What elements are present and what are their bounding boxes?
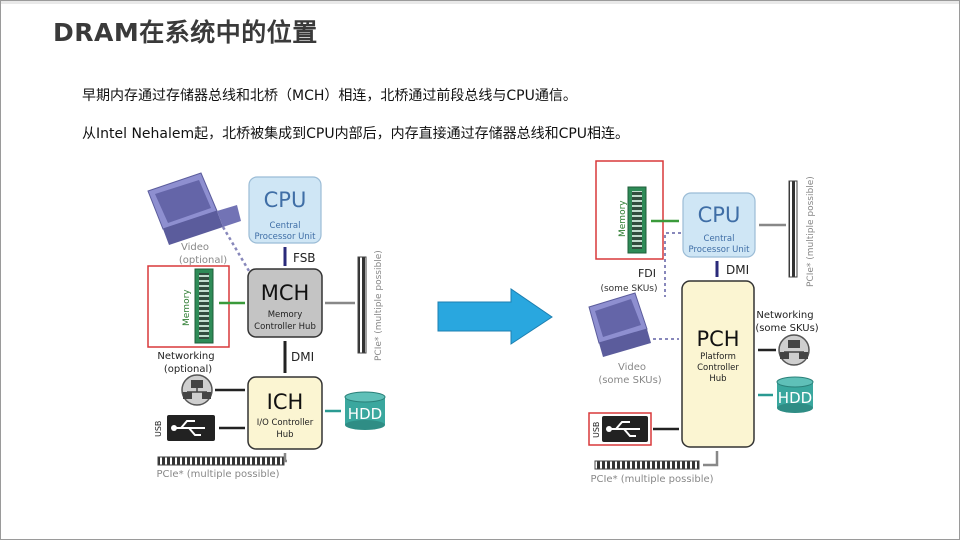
right-pch-box (681, 280, 755, 448)
left-network-icon (181, 374, 213, 406)
right-video-label: Video (618, 362, 646, 373)
right-cpu-box (682, 192, 756, 258)
left-video-link (221, 226, 251, 272)
paragraph-1: 早期内存通过存储器总线和北桥（MCH）相连，北桥通过前段总线与CPU通信。 (82, 88, 577, 104)
right-diagram: Memory CPU Central Processor Unit PCIe* … (588, 160, 819, 485)
left-cpu-title: CPU (264, 188, 307, 212)
right-pch-sub3: Hub (709, 374, 726, 384)
right-video-sub: (some SKUs) (598, 375, 661, 386)
left-hdd-icon (344, 391, 386, 430)
right-memory-highlight (595, 160, 664, 260)
right-memory-label: Memory (618, 200, 628, 237)
left-dmi-label: DMI (291, 350, 314, 364)
left-usb-icon (167, 415, 215, 441)
right-networking-label: Networking (756, 310, 813, 321)
top-bar (1, 1, 959, 4)
right-cpu-sub1: Central (704, 234, 735, 244)
left-pcie-bottom-link (283, 453, 287, 463)
left-networking-label: Networking (157, 351, 214, 362)
transition-arrow-icon (437, 288, 553, 345)
right-pcie-bottom-link (703, 451, 719, 467)
left-mch-sub1: Memory (268, 310, 303, 320)
right-monitor-icon (588, 292, 651, 357)
left-ich-box (247, 376, 323, 450)
left-hdd-label: HDD (348, 405, 382, 423)
left-memory-label: Memory (182, 289, 192, 326)
left-video-optional: (optional) (179, 255, 227, 266)
right-pcie-slot (788, 180, 798, 278)
right-memory-module (627, 186, 647, 254)
right-fdi-label: FDI (638, 267, 656, 280)
left-pcie-bottom-slot (157, 456, 285, 466)
paragraph-2: 从Intel Nehalem起，北桥被集成到CPU内部后，内存直接通过存储器总线… (82, 126, 630, 142)
right-hdd-icon (776, 376, 814, 413)
left-video-label: Video (181, 242, 209, 253)
right-pch-sub2: Controller (697, 363, 739, 373)
left-usb-label: USB (154, 421, 163, 437)
right-cpu-title: CPU (698, 203, 741, 227)
right-pcie-bottom-slot (594, 460, 700, 470)
left-memory-module (194, 268, 214, 344)
right-cpu-sub2: Processor Unit (689, 245, 751, 255)
left-networking-optional: (optional) (164, 364, 212, 375)
left-diagram: Video (optional) CPU Central Processor U… (147, 172, 386, 480)
left-pcie-slot (357, 256, 367, 354)
right-pch-sub1: Platform (700, 352, 736, 362)
right-network-icon (778, 334, 810, 366)
right-fdi-sub: (some SKUs) (600, 284, 657, 294)
right-pch-title: PCH (696, 327, 739, 351)
right-usb-label: USB (592, 422, 601, 438)
right-pcie-right-label: PCIe* (multiple possible) (806, 176, 816, 287)
right-networking-sub: (some SKUs) (755, 323, 818, 334)
left-ich-title: ICH (267, 390, 304, 414)
left-ich-sub1: I/O Controller (257, 418, 314, 428)
right-fdi-link (664, 232, 681, 297)
left-cpu-sub1: Central (270, 221, 301, 231)
left-pcie-bottom-label: PCIe* (multiple possible) (156, 469, 279, 480)
left-ich-sub2: Hub (276, 430, 293, 440)
right-pcie-bottom-label: PCIe* (multiple possible) (590, 474, 713, 485)
left-mch-title: MCH (261, 281, 310, 305)
right-usb-icon (602, 416, 648, 442)
right-dmi-label: DMI (726, 263, 749, 277)
left-memory-highlight (147, 265, 230, 348)
right-usb-highlight (588, 412, 652, 446)
left-mch-box (247, 268, 323, 338)
monitor-icon (147, 172, 241, 245)
left-pcie-right-label: PCIe* (multiple possible) (374, 250, 384, 361)
slide-title: DRAM在系统中的位置 (53, 18, 318, 47)
right-hdd-label: HDD (778, 389, 812, 407)
left-cpu-sub2: Processor Unit (255, 232, 317, 242)
left-fsb-label: FSB (293, 251, 316, 265)
left-mch-sub2: Controller Hub (254, 322, 316, 332)
left-cpu-box (248, 176, 322, 244)
